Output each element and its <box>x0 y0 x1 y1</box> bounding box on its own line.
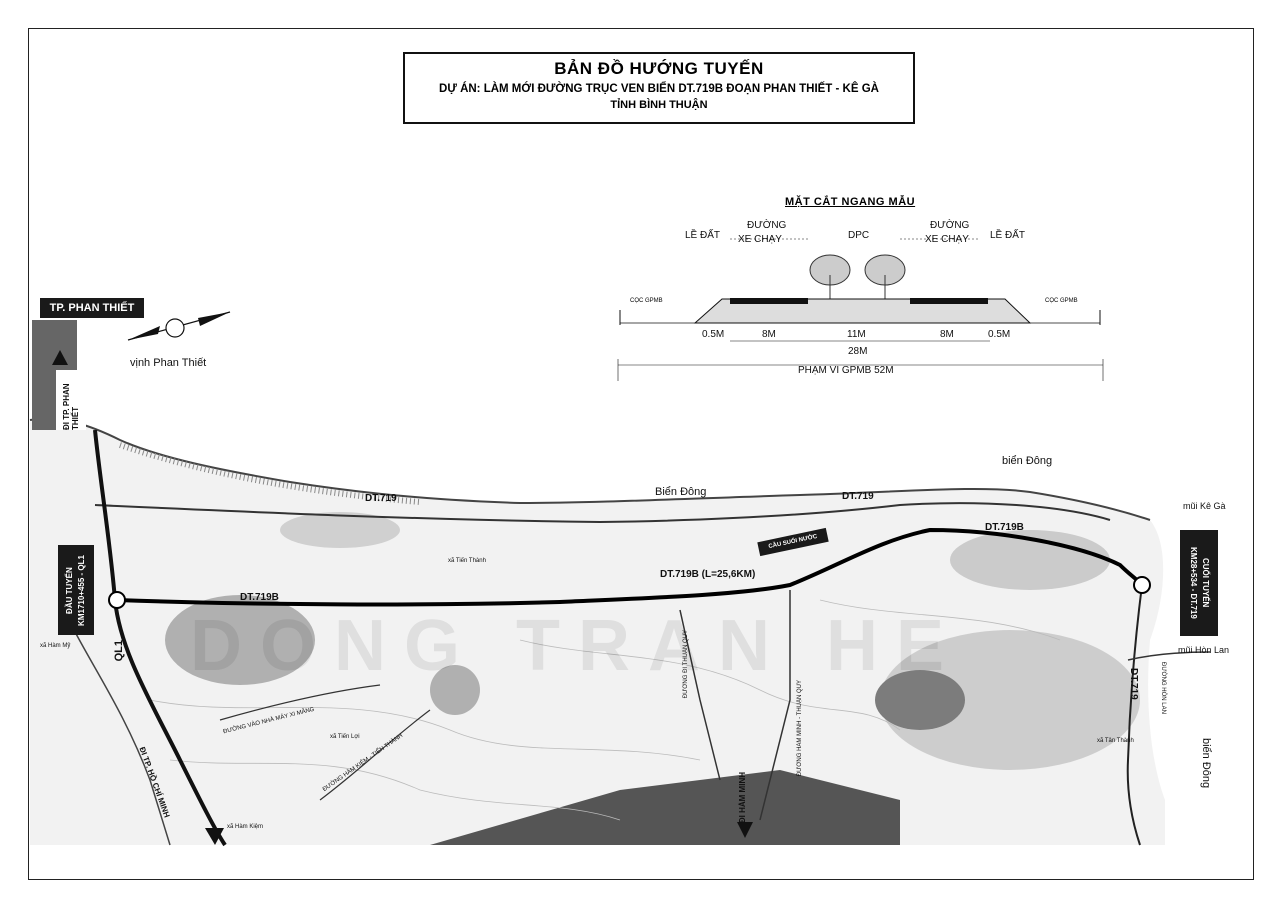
xs-coc-left: CỌC GPMB <box>630 298 663 304</box>
road-ham-minh-label: ĐƯỜNG HÀM MINH - THUẬN QUÝ <box>797 680 803 777</box>
sea-label-2: biển Đông <box>1002 455 1053 467</box>
road-thuan-quy-label: ĐƯỜNG ĐI THUẬN QUÝ <box>683 630 689 699</box>
xs-dim-8-right: 8M <box>940 329 954 340</box>
xs-duong-right-2: XE CHẠY <box>925 234 969 245</box>
cape-ke-ga-label: mũi Kê Gà <box>1183 501 1226 511</box>
xs-dim-05-left: 0.5M <box>702 329 724 340</box>
to-ham-minh-label: ĐI HÀM MINH <box>738 772 747 824</box>
cross-section-title: MẶT CẮT NGANG MẪU <box>785 196 916 208</box>
road-dt719b-label-b: DT.719B <box>985 522 1024 533</box>
title-project: DỰ ÁN: LÀM MỚI ĐƯỜNG TRỤC VEN BIỂN DT.71… <box>439 83 879 95</box>
xs-dim-11: 11M <box>847 329 866 340</box>
title-block: BẢN ĐỒ HƯỚNG TUYẾN DỰ ÁN: LÀM MỚI ĐƯỜNG … <box>403 52 915 124</box>
xs-gpmb: PHẠM VI GPMB 52M <box>798 365 894 376</box>
village-ham-my: xã Hàm Mỹ <box>40 643 71 649</box>
road-dt719b-main-label: DT.719B (L=25,6KM) <box>660 569 756 580</box>
road-dt719-label-b: DT.719 <box>842 491 874 502</box>
start-label-1: ĐẦU TUYẾN <box>65 566 74 614</box>
xs-dim-total: 28M <box>848 346 867 357</box>
village-tan-thanh: xã Tân Thành <box>1097 738 1134 744</box>
road-hon-lan-label: ĐƯỜNG HÒN LAN <box>1160 662 1166 714</box>
xs-dpc: DPC <box>848 230 869 241</box>
end-point-text: CUỐI TUYẾN KM28+534 - DT.719 <box>1187 547 1211 619</box>
road-dt719-label-c: DT.719 <box>1128 668 1139 700</box>
to-phan-thiet-text: ĐI TP. PHAN THIẾT <box>62 383 80 430</box>
xs-duong-right-1: ĐƯỜNG <box>930 218 970 231</box>
village-tien-thanh: xã Tiến Thành <box>448 558 486 564</box>
xs-coc-right: CỌC GPMB <box>1045 298 1078 304</box>
road-dt719-label-a: DT.719 <box>365 493 397 504</box>
end-label-1: CUỐI TUYẾN <box>1201 558 1210 608</box>
city-label-text: TP. PHAN THIẾT <box>49 302 135 314</box>
village-ham-kiem: xã Hàm Kiệm <box>227 824 264 830</box>
xs-duong-left-1: ĐƯỜNG <box>747 218 787 231</box>
city-label: TP. PHAN THIẾT <box>40 298 144 318</box>
road-ql1-label: QL1 <box>113 640 125 662</box>
title-main: BẢN ĐỒ HƯỚNG TUYẾN <box>554 59 764 78</box>
watermark: DONG TRAN HE <box>190 606 962 686</box>
xs-dim-8-left: 8M <box>762 329 776 340</box>
end-label-2: KM28+534 - DT.719 <box>1189 547 1198 619</box>
sheet-frame <box>28 28 1254 880</box>
start-point-text: ĐẦU TUYẾN KM1710+455 - QL1 <box>64 555 88 626</box>
title-province: TỈNH BÌNH THUẬN <box>610 99 708 111</box>
start-label-2: KM1710+455 - QL1 <box>77 554 86 626</box>
xs-dim-05-right: 0.5M <box>988 329 1010 340</box>
xs-le-dat-left: LỀ ĐẤT <box>685 228 720 241</box>
end-point-box: CUỐI TUYẾN KM28+534 - DT.719 <box>1180 530 1218 636</box>
bay-label: vịnh Phan Thiết <box>130 357 207 369</box>
sea-label-3: biển Đông <box>1200 738 1212 789</box>
road-dt719b-label-a: DT.719B <box>240 592 279 603</box>
cross-section-drawing: LỀ ĐẤT ĐƯỜNG XE CHẠY DPC ĐƯỜNG XE CHẠY L… <box>617 218 1104 381</box>
start-point-box: ĐẦU TUYẾN KM1710+455 - QL1 <box>58 545 94 635</box>
sea-label-1: Biển Đông <box>655 486 707 498</box>
village-tien-loi: xã Tiến Lợi <box>330 734 360 740</box>
xs-duong-left-2: XE CHẠY <box>738 234 782 245</box>
cape-hon-lan-label: mũi Hòn Lan <box>1178 645 1230 655</box>
xs-le-dat-right: LỀ ĐẤT <box>990 228 1025 241</box>
to-phan-thiet-label: ĐI TP. PHAN THIẾT <box>56 370 86 430</box>
